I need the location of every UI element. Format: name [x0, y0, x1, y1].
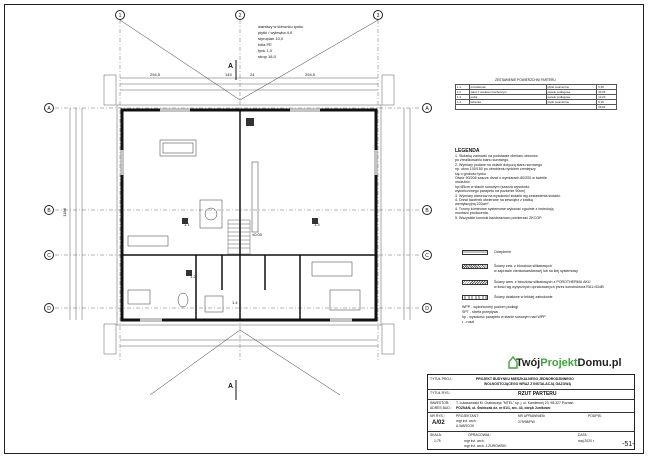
area-total: 66,82	[596, 104, 617, 110]
room-number: 1.1	[184, 222, 190, 227]
layers-row: płytki / wylewka 4,0	[258, 30, 293, 35]
dimension-label: 24	[250, 72, 255, 77]
legend-swatch-ext-wall	[462, 264, 488, 269]
layers-title: warstwy w kierunku tynku	[258, 24, 304, 29]
axis-label-side: D	[422, 303, 432, 313]
dimension-label: 1188	[61, 208, 67, 217]
layers-row: folia PE	[258, 42, 272, 47]
title-block: TYTUŁ PROJ.: PROJEKT BUDYNKU MIESZKALNEG…	[427, 374, 635, 450]
layers-row: tynk 1,0	[258, 48, 273, 53]
section-label: A	[228, 63, 234, 70]
area-table-title: ZESTAWIENIE POWIERZCHNI PARTERU	[495, 78, 556, 82]
axis-label-top: 1	[115, 10, 125, 20]
axis-label-side: C	[44, 250, 54, 260]
brand-logo: TwójProjektDomu.pl	[516, 357, 622, 369]
legend-swatch-insulation	[462, 250, 488, 255]
drawing-scale: 1:75	[434, 439, 441, 443]
axis-label-top: 3	[373, 10, 383, 20]
legend-notes: 1. Stolarkę zamówić na podstawie obmiaru…	[455, 154, 561, 220]
legend-title: LEGENDA	[455, 148, 480, 154]
sheet-frame	[4, 4, 644, 454]
layers-box: warstwy w kierunku tynku płytki / wylewk…	[258, 24, 303, 60]
section-label: A	[228, 383, 234, 390]
layers-row: strop 18,0	[258, 54, 276, 59]
axis-label-side: D	[44, 303, 54, 313]
project-title: PROJEKT BUDYNKU MIESZKALNEGO JEDNORODZIN…	[476, 377, 574, 381]
dimension-label: 294,5	[305, 72, 316, 77]
axis-label-side: B	[422, 205, 432, 215]
axis-label-top: 2	[235, 10, 245, 20]
page-number: -51-	[622, 441, 635, 448]
room-number: 1.3	[314, 222, 320, 227]
axis-label-side: A	[422, 103, 432, 113]
drawing-title: RZUT PARTERU	[518, 391, 557, 397]
axis-label-side: A	[44, 103, 54, 113]
axis-label-side: C	[422, 250, 432, 260]
axis-label-side: B	[44, 205, 54, 215]
dimension-label: 294,5	[150, 72, 161, 77]
house-logo-icon	[508, 355, 518, 369]
room-number: 1.4	[232, 300, 238, 305]
legend-swatch-int-wall	[462, 280, 488, 285]
drawing-date: maj 2020 r.	[578, 439, 595, 443]
dimension-label: 145	[225, 72, 232, 77]
room-number: 1.2	[190, 274, 196, 279]
area-table: 1.1 przedsionek płytki ceramiczne 5,38 1…	[454, 84, 617, 110]
layers-row: styropian 10,0	[258, 36, 284, 41]
drawing-number: A/02	[432, 420, 445, 426]
table-row: 66,82	[454, 104, 617, 110]
legend-swatch-partition	[462, 295, 488, 300]
spot-level: ±0,00	[252, 232, 262, 237]
